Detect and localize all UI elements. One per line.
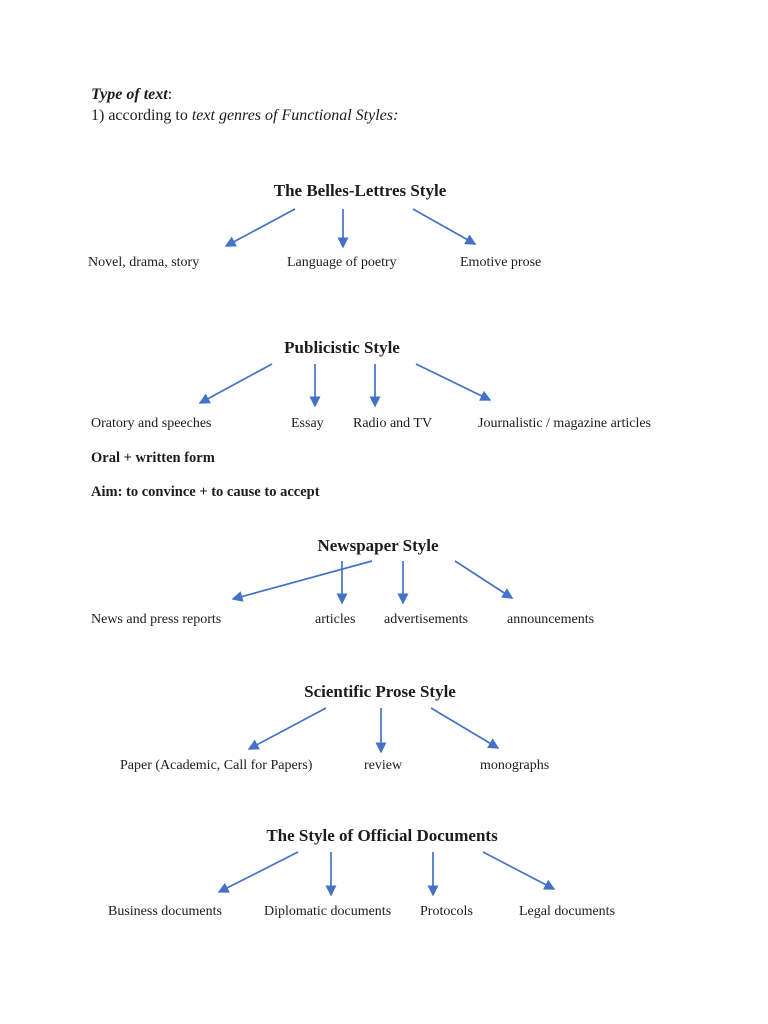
leaf-radio-and-tv: Radio and TV bbox=[353, 416, 433, 431]
arrow-down-right-icon bbox=[412, 208, 477, 245]
section-title-official-documents: The Style of Official Documents bbox=[266, 826, 498, 845]
section-title-belles-lettres: The Belles-Lettres Style bbox=[273, 181, 447, 200]
leaf-journalistic-magazine-articles: Journalistic / magazine articles bbox=[478, 416, 651, 431]
doc-subheading-italic: text genres of Functional Styles: bbox=[191, 107, 399, 124]
arrow-down-left-icon bbox=[198, 363, 273, 404]
leaf-legal-documents: Legal documents bbox=[519, 904, 616, 919]
doc-heading-line: Type of text: bbox=[91, 86, 172, 104]
scientific-prose-arrows bbox=[247, 707, 500, 754]
arrow-down-left-icon bbox=[224, 208, 296, 247]
leaf-language-of-poetry: Language of poetry bbox=[287, 255, 397, 270]
arrow-down-left-icon bbox=[217, 851, 299, 893]
leaf-review: review bbox=[364, 758, 403, 773]
arrow-down-left-icon bbox=[247, 707, 327, 750]
section-title-newspaper: Newspaper Style bbox=[317, 536, 439, 555]
note-oral-written-form: Oral + written form bbox=[91, 450, 215, 466]
leaf-monographs: monographs bbox=[480, 758, 550, 773]
leaf-protocols: Protocols bbox=[420, 904, 473, 919]
arrow-down-left-icon bbox=[231, 560, 373, 602]
section-title-scientific-prose: Scientific Prose Style bbox=[304, 682, 456, 701]
leaf-emotive-prose: Emotive prose bbox=[460, 255, 542, 270]
leaf-oratory-and-speeches: Oratory and speeches bbox=[91, 416, 212, 431]
doc-subheading-line: 1) according to text genres of Functiona… bbox=[91, 107, 398, 125]
leaf-business-documents: Business documents bbox=[108, 904, 222, 919]
leaf-advertisements: advertisements bbox=[384, 612, 468, 627]
leaf-announcements: announcements bbox=[507, 612, 595, 627]
arrow-down-right-icon bbox=[415, 363, 492, 401]
leaf-articles: articles bbox=[315, 612, 356, 627]
leaf-essay: Essay bbox=[291, 416, 324, 431]
arrow-down-right-icon bbox=[482, 851, 556, 890]
doc-subheading-prefix: 1) according to bbox=[91, 107, 192, 124]
leaf-novel-drama-story: Novel, drama, story bbox=[88, 255, 200, 270]
leaf-news-and-press-reports: News and press reports bbox=[91, 612, 222, 627]
publicistic-arrows bbox=[198, 363, 492, 408]
leaf-paper-academic-call-for-papers: Paper (Academic, Call for Papers) bbox=[120, 758, 313, 773]
section-title-publicistic: Publicistic Style bbox=[284, 338, 400, 357]
belles-lettres-arrows bbox=[224, 208, 477, 249]
note-aim: Aim: to convince + to cause to accept bbox=[91, 484, 320, 500]
newspaper-arrows bbox=[231, 560, 514, 605]
doc-heading-emphasis: Type of text bbox=[91, 86, 168, 103]
official-documents-arrows bbox=[217, 851, 556, 897]
leaf-diplomatic-documents: Diplomatic documents bbox=[264, 904, 392, 919]
arrow-down-right-icon bbox=[454, 560, 514, 599]
arrow-down-right-icon bbox=[430, 707, 500, 749]
doc-heading-colon: : bbox=[167, 86, 173, 103]
